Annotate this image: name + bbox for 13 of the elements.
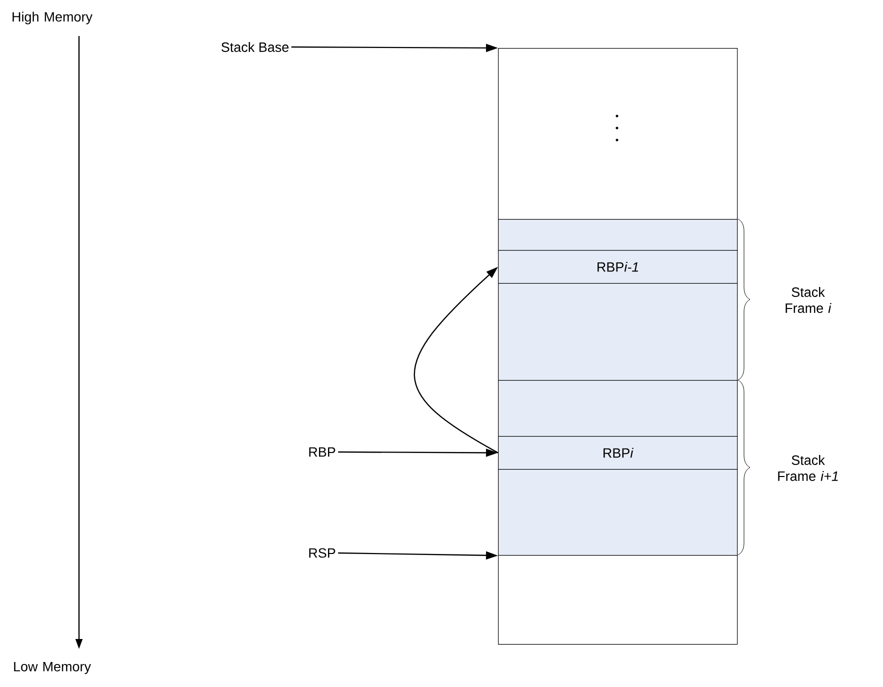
memory-cell [498,380,738,437]
text-label: Stack Frame i [786,287,832,313]
memory-cell [498,48,738,220]
pointer-label: RBP [309,447,336,457]
text-label: High Memory [12,12,92,24]
memory-cell [498,555,738,645]
memory-cell: RBPi-1 [498,250,738,284]
text-label: Low Memory [14,662,91,674]
text-label: Stack Frame i+1 [778,455,838,481]
memory-cell [498,219,738,251]
pointer-label: RSP [309,548,336,558]
memory-cell: RBPi [498,436,738,470]
pointer-label: Stack Base [221,42,289,52]
